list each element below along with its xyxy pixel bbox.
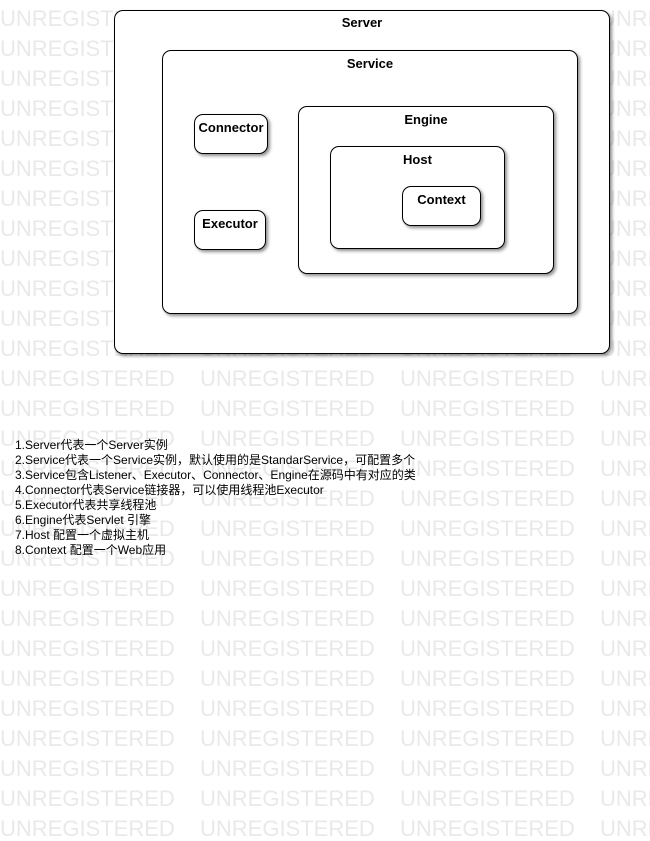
watermark-text: UNREGISTERED xyxy=(400,426,575,451)
watermark-row: UNREGISTERED UNREGISTERED UNREGISTERED UNRE… xyxy=(0,784,650,814)
watermark-text: UNREGISTERED xyxy=(0,396,175,421)
watermark-text: UNREGISTERED xyxy=(400,666,575,691)
watermark-text: UNREGISTERED xyxy=(600,756,650,781)
watermark-text: UNREGISTERED xyxy=(400,516,575,541)
note-item: 6.Engine代表Servlet 引擎 xyxy=(15,513,152,527)
watermark-text: UNREGISTERED xyxy=(200,726,375,751)
watermark-text: UNREGISTERED xyxy=(600,366,650,391)
note-item: 7.Host 配置一个虚拟主机 xyxy=(15,528,150,542)
context-label: Context xyxy=(417,192,466,207)
watermark-text: UNREGISTERED xyxy=(400,576,575,601)
watermark-text: UNREGISTERED xyxy=(600,456,650,481)
watermark-text: UNREGISTERED xyxy=(600,726,650,751)
watermark-text: UNREGISTERED xyxy=(600,576,650,601)
watermark-row: UNREGISTERED UNREGISTERED UNREGISTERED UNRE… xyxy=(0,814,650,841)
watermark-text: UNREGISTERED xyxy=(600,546,650,571)
watermark-text: UNREGISTERED xyxy=(200,696,375,721)
engine-label: Engine xyxy=(404,112,448,127)
watermark-text: UNREGISTERED xyxy=(600,816,650,841)
note-item: 8.Context 配置一个Web应用 xyxy=(15,543,167,557)
server-label: Server xyxy=(341,15,383,30)
watermark-text: UNREGISTERED xyxy=(0,816,175,841)
watermark-text: UNREGISTERED xyxy=(0,636,175,661)
watermark-text: UNREGISTERED xyxy=(0,786,175,811)
watermark-text: UNREGISTERED xyxy=(400,456,575,481)
context-box: Context xyxy=(402,186,481,226)
watermark-text: UNREGISTERED xyxy=(200,606,375,631)
watermark-text: UNREGISTERED xyxy=(200,756,375,781)
connector-box: Connector xyxy=(194,114,268,154)
watermark-row: UNREGISTERED UNREGISTERED UNREGISTERED UNRE… xyxy=(0,394,650,424)
host-label: Host xyxy=(403,152,432,167)
note-item: 4.Connector代表Service链接器，可以使用线程池Executor xyxy=(15,483,324,497)
watermark-text: UNREGISTERED xyxy=(600,486,650,511)
watermark-text: UNREGISTERED xyxy=(0,696,175,721)
watermark-text: UNREGISTERED xyxy=(0,726,175,751)
watermark-text: UNREGISTERED xyxy=(600,696,650,721)
watermark-text: UNREGISTERED xyxy=(400,696,575,721)
watermark-text: UNREGISTERED xyxy=(400,726,575,751)
watermark-text: UNREGISTERED xyxy=(600,426,650,451)
note-item: 5.Executor代表共享线程池 xyxy=(15,498,157,512)
watermark-text: UNREGISTERED xyxy=(200,666,375,691)
watermark-text: UNREGISTERED xyxy=(200,366,375,391)
watermark-text: UNREGISTERED xyxy=(400,816,575,841)
watermark-text: UNREGISTERED xyxy=(400,606,575,631)
watermark-text: UNREGISTERED xyxy=(600,786,650,811)
note-item: 3.Service包含Listener、Executor、Connector、E… xyxy=(15,468,416,482)
watermark-text: UNREGISTERED xyxy=(600,606,650,631)
watermark-text: UNREGISTERED xyxy=(0,366,175,391)
watermark-row: UNREGISTERED UNREGISTERED UNREGISTERED UNRE… xyxy=(0,364,650,394)
watermark-text: UNREGISTERED xyxy=(400,486,575,511)
watermark-row: UNREGISTERED UNREGISTERED UNREGISTERED UNRE… xyxy=(0,754,650,784)
watermark-text: UNREGISTERED xyxy=(400,636,575,661)
watermark-text: UNREGISTERED xyxy=(200,816,375,841)
watermark-text: UNREGISTERED xyxy=(0,606,175,631)
watermark-text: UNREGISTERED xyxy=(200,786,375,811)
watermark-row: UNREGISTERED UNREGISTERED UNREGISTERED UNRE… xyxy=(0,634,650,664)
watermark-row: UNREGISTERED UNREGISTERED UNREGISTERED UNRE… xyxy=(0,664,650,694)
note-item: 2.Service代表一个Service实例，默认使用的是StandarServ… xyxy=(15,453,416,467)
watermark-text: UNREGISTERED xyxy=(400,366,575,391)
watermark-text: UNREGISTERED xyxy=(0,666,175,691)
watermark-text: UNREGISTERED xyxy=(200,576,375,601)
watermark-text: UNREGISTERED xyxy=(0,576,175,601)
watermark-text: UNREGISTERED xyxy=(400,786,575,811)
watermark-row: UNREGISTERED UNREGISTERED UNREGISTERED UNRE… xyxy=(0,574,650,604)
service-label: Service xyxy=(346,56,394,71)
watermark-row: UNREGISTERED UNREGISTERED UNREGISTERED UNRE… xyxy=(0,604,650,634)
watermark-text: UNREGISTERED xyxy=(600,396,650,421)
executor-label: Executor xyxy=(202,216,258,231)
watermark-text: UNREGISTERED xyxy=(600,666,650,691)
watermark-row: UNREGISTERED UNREGISTERED UNREGISTERED UNRE… xyxy=(0,724,650,754)
connector-label: Connector xyxy=(198,120,264,135)
executor-box: Executor xyxy=(194,210,266,250)
note-item: 1.Server代表一个Server实例 xyxy=(15,438,168,452)
watermark-text: UNREGISTERED xyxy=(600,516,650,541)
notes-list: 1.Server代表一个Server实例 2.Service代表一个Servic… xyxy=(15,438,416,558)
watermark-text: UNREGISTERED xyxy=(200,636,375,661)
watermark-text: UNREGISTERED xyxy=(0,756,175,781)
watermark-text: UNREGISTERED xyxy=(400,546,575,571)
watermark-text: UNREGISTERED xyxy=(600,636,650,661)
watermark-text: UNREGISTERED xyxy=(400,756,575,781)
watermark-text: UNREGISTERED xyxy=(400,396,575,421)
watermark-row: UNREGISTERED UNREGISTERED UNREGISTERED UNRE… xyxy=(0,694,650,724)
watermark-text: UNREGISTERED xyxy=(200,396,375,421)
